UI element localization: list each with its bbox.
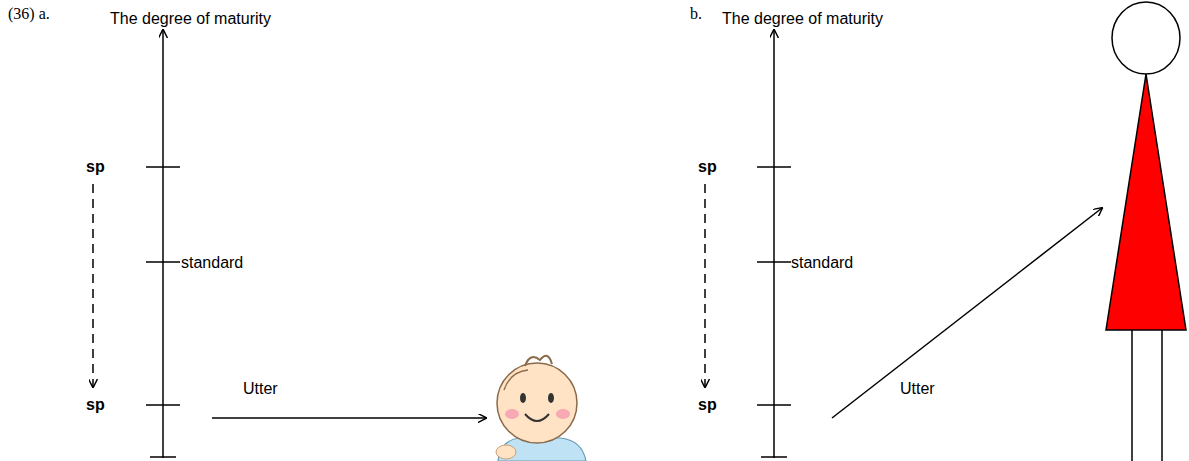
panel-letter: b. bbox=[690, 5, 702, 23]
arrow-label: Utter bbox=[243, 380, 278, 398]
scale-point: sp bbox=[698, 158, 717, 176]
maturity-scale bbox=[757, 30, 791, 458]
standard-label: standard bbox=[181, 254, 243, 272]
utter-arrow bbox=[212, 417, 486, 419]
figure-number: (36) a. bbox=[8, 5, 50, 23]
dashed-arrow bbox=[704, 184, 706, 387]
scale-point: sp bbox=[698, 396, 717, 414]
axis-title: The degree of maturity bbox=[110, 10, 271, 28]
scale-point: sp bbox=[86, 158, 105, 176]
dashed-arrow bbox=[92, 184, 94, 387]
standard-label: standard bbox=[791, 254, 853, 272]
baby-figure bbox=[496, 356, 586, 461]
scale-point: sp bbox=[86, 396, 105, 414]
woman-figure bbox=[1106, 2, 1186, 461]
utter-arrow bbox=[832, 208, 1102, 418]
maturity-scale bbox=[146, 30, 180, 458]
axis-title: The degree of maturity bbox=[722, 10, 883, 28]
arrow-label: Utter bbox=[900, 380, 935, 398]
